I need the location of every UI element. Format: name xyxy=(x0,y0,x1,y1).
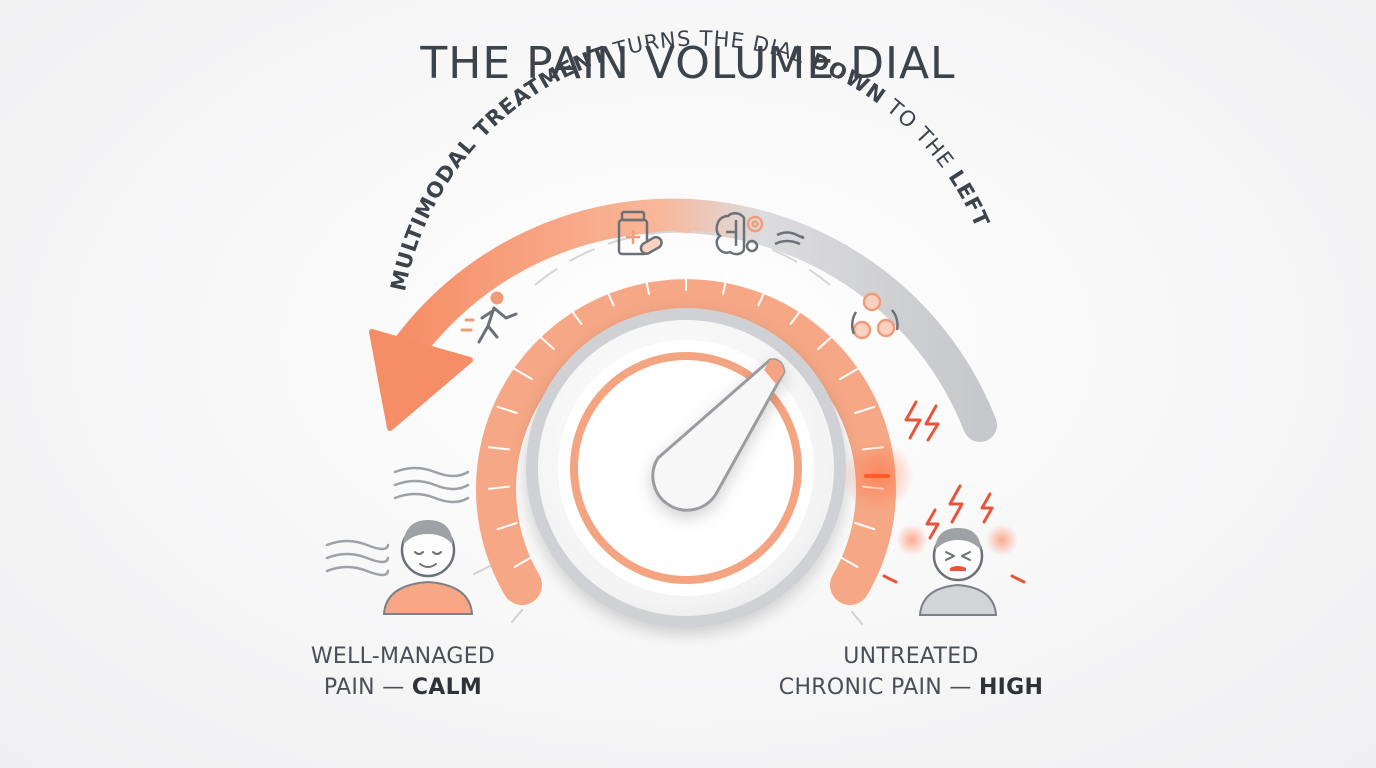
dial-tick xyxy=(854,522,876,531)
medication-icon xyxy=(617,210,663,256)
calm-person-icon xyxy=(382,520,474,615)
dial-tick xyxy=(537,334,555,350)
dial-needle xyxy=(651,358,786,512)
dial-tick xyxy=(643,273,650,295)
brain-gears-icon xyxy=(715,212,805,256)
high-pain-label-line1: UNTREATED xyxy=(843,644,979,669)
dial-tick xyxy=(568,306,583,325)
dial-tick xyxy=(513,368,533,380)
treatment-arrow xyxy=(369,198,997,442)
page-title: THE PAIN VOLUME DIAL xyxy=(420,38,956,89)
dial-tick xyxy=(789,306,804,325)
dial-tick xyxy=(488,446,510,451)
dial-tick xyxy=(757,286,768,307)
dial-scale-ticks xyxy=(488,269,884,568)
arrow-head-icon xyxy=(369,329,473,431)
high-pain-label-line2: CHRONIC PAIN — HIGH xyxy=(778,675,1044,700)
calm-label-line2: PAIN — CALM xyxy=(323,675,483,700)
dial-tick xyxy=(604,286,615,307)
dial-tick xyxy=(496,522,518,531)
dial-tick xyxy=(839,556,859,568)
lightning-icon xyxy=(904,400,994,540)
dial-tick xyxy=(496,405,518,414)
high-pain-label: UNTREATED CHRONIC PAIN — HIGH xyxy=(756,641,1066,703)
dial-tick xyxy=(854,405,876,414)
dial-tick xyxy=(817,334,835,350)
calm-waves-icon xyxy=(325,466,470,577)
nutrition-cycle-icon xyxy=(851,292,899,340)
dial-tick xyxy=(839,368,859,380)
dial-tick xyxy=(513,556,533,568)
icon-guide-arc xyxy=(534,230,831,286)
walking-person-icon xyxy=(460,291,518,344)
calm-label-line1: WELL-MANAGED xyxy=(310,644,496,669)
dial-tick xyxy=(722,273,729,295)
dial-tick xyxy=(488,485,510,490)
calm-label: WELL-MANAGED PAIN — CALM xyxy=(268,641,538,703)
pain-person-icon xyxy=(882,528,1026,616)
